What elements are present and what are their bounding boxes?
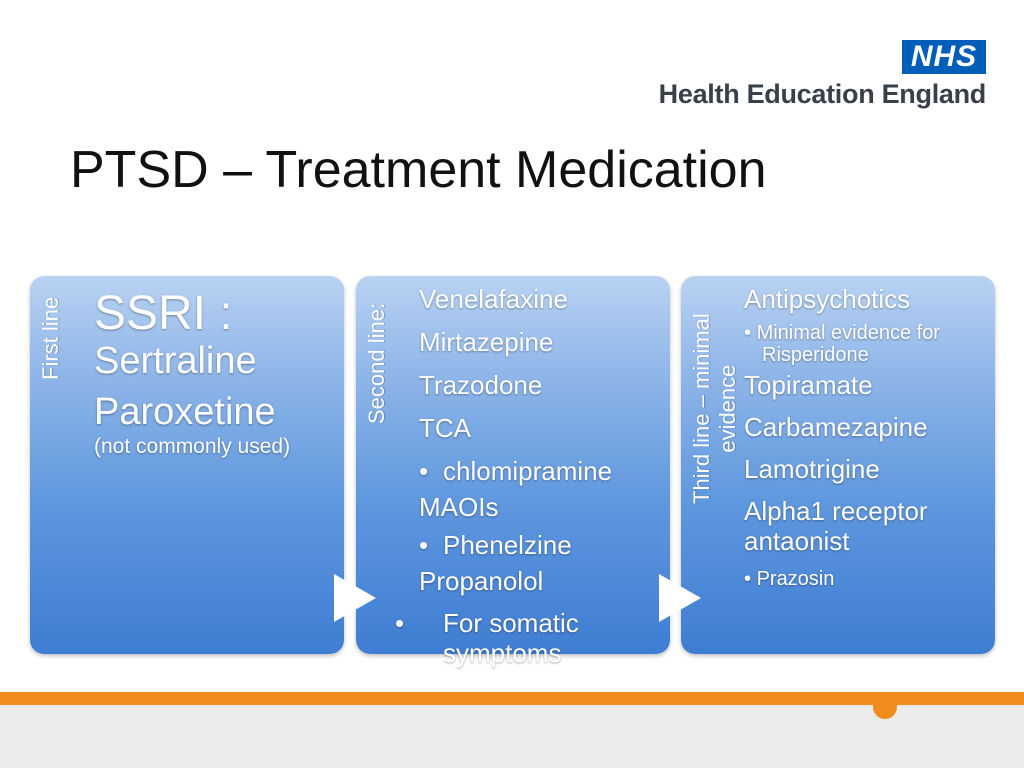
drug-sertraline: Sertraline [94,340,257,382]
list-item: TCA [419,413,471,443]
subitem-text: For somatic symptoms [443,608,579,668]
third-line-label-line2: evidence [715,364,740,453]
footer-bar [0,705,1024,768]
next-arrow-icon [334,574,376,622]
list-item: Topiramate [744,370,873,400]
third-line-content: Antipsychotics • Minimal evidence for Ri… [744,284,989,594]
next-arrow-icon [659,574,701,622]
first-line-label: First line [38,296,63,380]
bullet-icon: • [419,456,429,486]
first-line-content: SSRI : Sertraline Paroxetine (not common… [94,288,334,460]
list-subitem: • chlomipramine [419,456,659,486]
drug-paroxetine: Paroxetine [94,391,276,433]
list-item: Lamotrigine [744,454,880,484]
list-subitem: • Prazosin [744,568,989,590]
subitem-text: Phenelzine [443,530,572,560]
ssri-heading: SSRI : [94,287,233,340]
organisation-name: Health Education England [658,79,987,109]
subitem-text: Minimal evidence for Risperidone [756,322,940,366]
footer-notch [873,705,897,719]
bullet-icon: • [395,608,405,638]
first-line-card: First line SSRI : Sertraline Paroxetine … [30,276,344,654]
paroxetine-note: (not commonly used) [94,435,291,458]
list-item: Carbamezapine [744,412,928,442]
bullet-icon: • [419,530,429,560]
third-line-label-line1: Third line – minimal [689,313,714,504]
slide-title: PTSD – Treatment Medication [70,141,767,199]
list-item: Mirtazepine [419,327,554,357]
third-line-label: Third line – minimal evidence [689,313,741,504]
footer-stripe [0,692,1024,705]
hee-logo: NHS Health Education England [636,38,986,112]
second-line-label: Second line: [364,302,389,424]
list-subitem: • For somatic symptoms [395,608,659,668]
list-item: Trazodone [419,370,543,400]
subitem-text: Prazosin [756,568,835,590]
list-item: Alpha1 receptor antaonist [744,496,928,556]
list-item: Propanolol [419,566,544,596]
third-line-card: Third line – minimal evidence Antipsycho… [681,276,995,654]
nhs-logo-box: NHS [902,40,986,74]
second-line-content: Venelafaxine Mirtazepine Trazodone TCA •… [395,284,659,674]
list-item: MAOIs [419,492,499,522]
list-item: Venelafaxine [419,284,568,314]
bullet-icon: • [744,322,757,344]
list-item: Antipsychotics [744,284,911,314]
bullet-icon: • [744,568,757,590]
subitem-text: chlomipramine [443,456,613,486]
list-subitem: • Phenelzine [419,530,659,560]
list-subitem: • Minimal evidence for Risperidone [744,322,989,366]
second-line-card: Second line: Venelafaxine Mirtazepine Tr… [356,276,670,668]
